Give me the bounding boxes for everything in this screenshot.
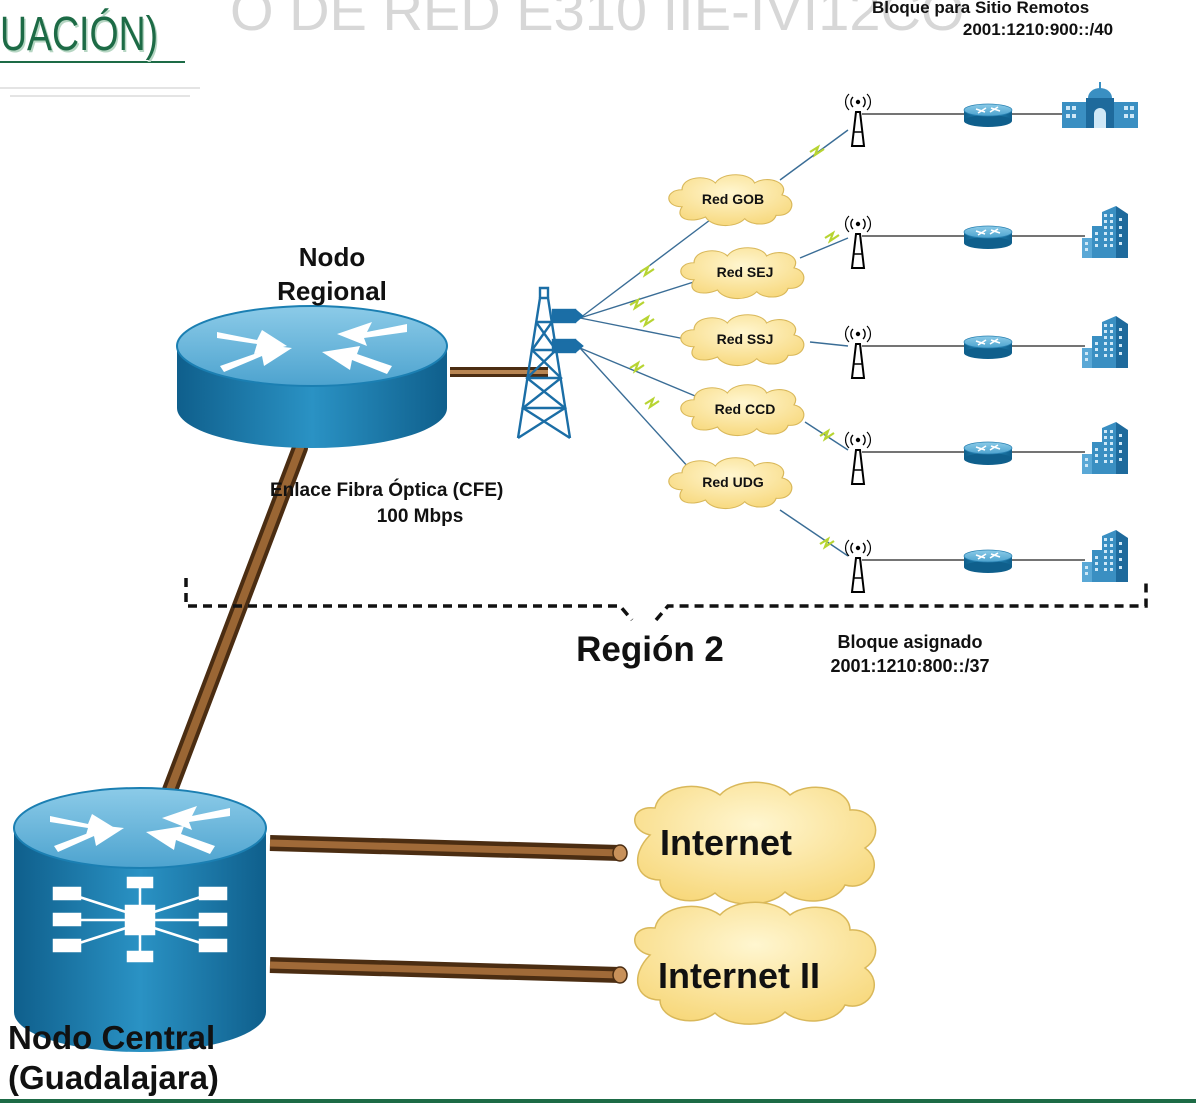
fiber-link-speed: 100 Mbps bbox=[376, 506, 464, 527]
internet2-cloud bbox=[634, 901, 877, 1025]
network-cloud-label: Red SSJ bbox=[716, 331, 774, 347]
antenna-icon bbox=[844, 539, 872, 593]
region-bracket bbox=[184, 578, 1148, 622]
network-cloud-label: Red GOB bbox=[701, 191, 765, 207]
network-cloud-label: Red CCD bbox=[714, 401, 776, 417]
antenna-icon bbox=[844, 215, 872, 269]
fiber-link-label: Enlace Fibra Óptica (CFE) bbox=[270, 480, 504, 501]
government-building-icon bbox=[1062, 82, 1138, 128]
office-building-icon bbox=[1082, 206, 1128, 258]
slide-title-fragment: UACIÓN) bbox=[0, 8, 159, 61]
central-node-label: Nodo Central (Guadalajara) bbox=[8, 1019, 219, 1096]
router-icon bbox=[963, 225, 1013, 250]
regional-node-label: Nodo Regional bbox=[277, 242, 387, 306]
remote-block-prefix: 2001:1210:900::/40 bbox=[962, 20, 1114, 39]
regional-router-icon bbox=[176, 305, 448, 448]
internet-cloud bbox=[634, 781, 877, 905]
office-building-icon bbox=[1082, 422, 1128, 474]
network-cloud-label: Red UDG bbox=[702, 474, 764, 490]
faded-header-text: O DE RED E310 IIE-IVI12CO bbox=[230, 0, 964, 42]
internet-label: Internet bbox=[660, 822, 793, 863]
office-building-icon bbox=[1082, 316, 1128, 368]
faded-header-lines bbox=[0, 87, 200, 97]
router-icon bbox=[963, 103, 1013, 128]
router-icon bbox=[963, 441, 1013, 466]
network-cloud-label: Red SEJ bbox=[716, 264, 774, 280]
footer-rule bbox=[0, 1099, 1196, 1103]
region-block-title: Bloque asignado bbox=[837, 632, 983, 652]
region-label: Región 2 bbox=[576, 630, 724, 669]
transmission-tower-icon bbox=[516, 286, 584, 440]
remote-sites bbox=[844, 82, 1138, 593]
office-building-icon bbox=[1082, 530, 1128, 582]
region-block-prefix: 2001:1210:800::/37 bbox=[830, 656, 990, 676]
antenna-icon bbox=[844, 325, 872, 379]
router-icon bbox=[963, 549, 1013, 574]
internet2-label: Internet II bbox=[658, 955, 821, 996]
antenna-icon bbox=[844, 431, 872, 485]
remote-block-title: Bloque para Sitio Remotos bbox=[872, 0, 1090, 17]
router-icon bbox=[963, 335, 1013, 360]
central-router-switch-icon bbox=[13, 787, 267, 1052]
antenna-icon bbox=[844, 93, 872, 147]
